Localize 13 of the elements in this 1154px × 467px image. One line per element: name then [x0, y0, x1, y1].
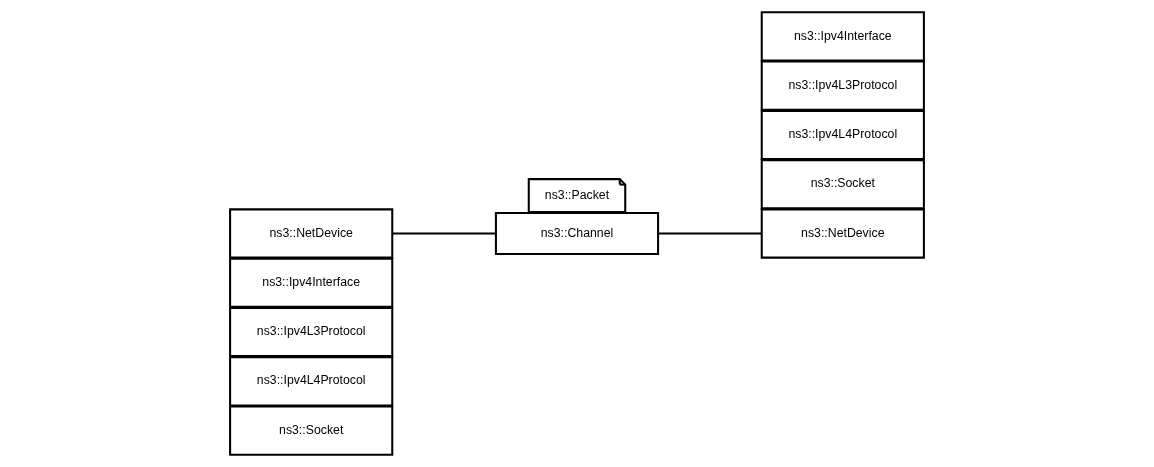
node-box: ns3::Ipv4Interface [229, 257, 394, 308]
node-box: ns3::Socket [229, 405, 394, 456]
node-box: ns3::Ipv4L3Protocol [760, 60, 925, 111]
node-box: ns3::NetDevice [229, 208, 394, 259]
node-box: ns3::Ipv4Interface [760, 11, 925, 62]
node-box: ns3::Ipv4L3Protocol [229, 306, 394, 358]
node-box: ns3::Socket [760, 159, 925, 210]
node-box: ns3::NetDevice [760, 208, 925, 259]
connector [658, 232, 762, 235]
node-box: ns3::Ipv4L4Protocol [229, 356, 394, 407]
node-box: ns3::Ipv4L4Protocol [760, 109, 925, 161]
connector [392, 232, 496, 235]
node-box: ns3::Channel [494, 211, 660, 256]
